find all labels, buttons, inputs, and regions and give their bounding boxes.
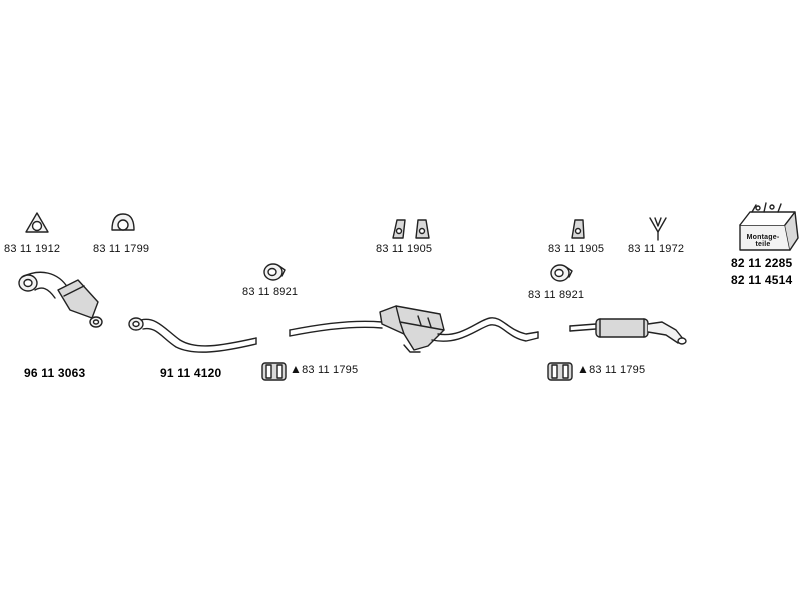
v-hanger-icon	[649, 217, 667, 241]
part-number-kit-b: 82 11 4514	[731, 273, 793, 287]
gasket-oval-icon	[111, 213, 135, 231]
clamp-ring-icon	[263, 263, 286, 281]
clamp-left-label: ▲83 11 1795	[290, 362, 358, 376]
rear-silencer-icon	[569, 318, 687, 345]
part-number-kit-a: 82 11 2285	[731, 256, 793, 270]
part-number-hanger-pair: 83 11 1905	[376, 243, 433, 255]
front-pipe-icon	[128, 317, 257, 353]
part-number-gasket-triangle: 83 11 1912	[4, 243, 61, 255]
part-number-clamp-ring-left: 83 11 8921	[242, 286, 299, 298]
part-number-hanger: 83 11 1905	[548, 243, 605, 255]
clamp-right-label: ▲83 11 1795	[577, 362, 645, 376]
part-number-v-hanger: 83 11 1972	[628, 243, 685, 255]
exhaust-clamp-icon	[261, 362, 287, 381]
mounting-kit-box-icon	[739, 202, 799, 251]
rubber-hanger-icon	[571, 219, 585, 239]
gasket-triangle-icon	[25, 212, 49, 233]
warning-triangle-icon-right: ▲	[577, 362, 590, 376]
part-number-clamp-left: 83 11 1795	[302, 364, 359, 376]
exhaust-clamp-icon-right	[547, 362, 573, 381]
part-number-clamp-right: 83 11 1795	[589, 364, 646, 376]
warning-triangle-icon: ▲	[290, 362, 303, 376]
part-number-gasket-oval: 83 11 1799	[93, 243, 150, 255]
kit-box-label: Montage-teile	[746, 234, 780, 248]
part-number-catalytic-converter: 96 11 3063	[24, 366, 86, 380]
part-number-clamp-ring-right: 83 11 8921	[528, 289, 585, 301]
part-number-front-pipe: 91 11 4120	[160, 366, 222, 380]
rubber-hanger-pair-icon	[392, 219, 430, 239]
middle-silencer-icon	[289, 305, 539, 353]
clamp-ring-icon-right	[550, 264, 573, 282]
catalytic-converter-icon	[18, 271, 103, 328]
